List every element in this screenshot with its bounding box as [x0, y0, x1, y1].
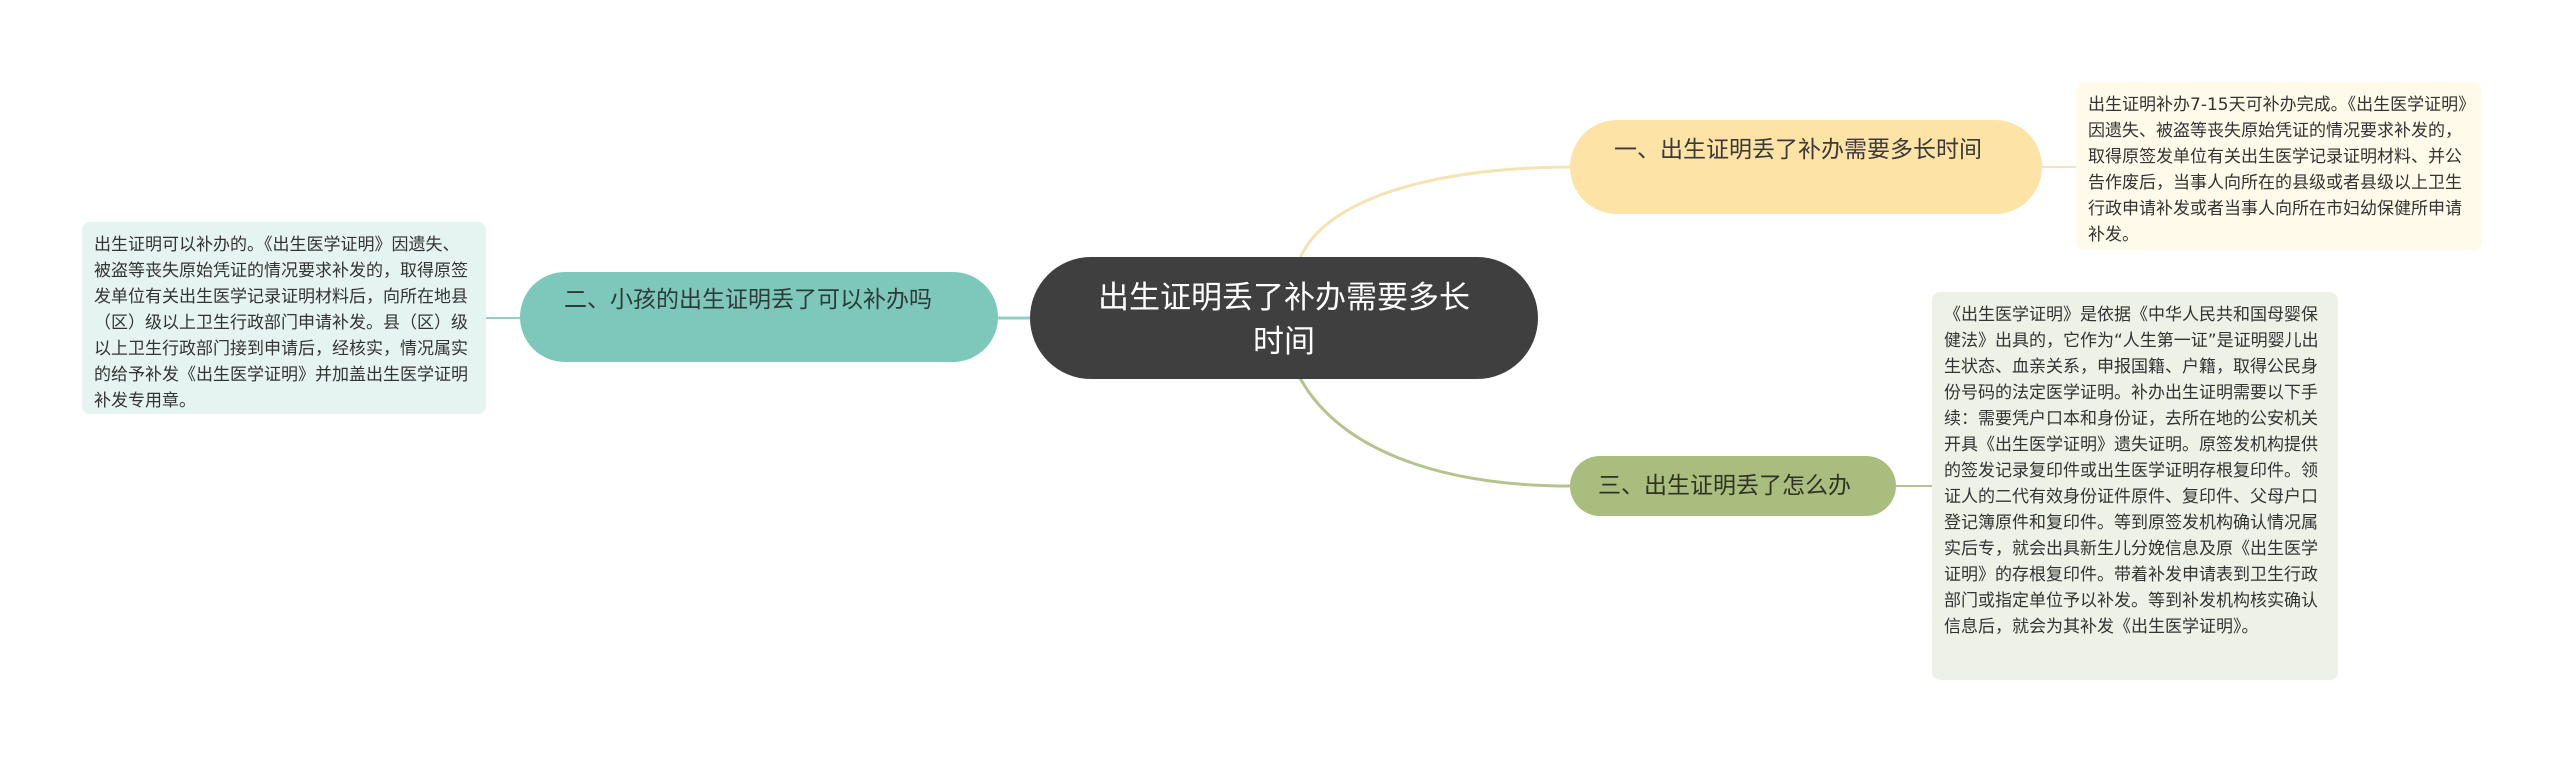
link-center-to-branch-1 — [1298, 165, 1571, 259]
branch-1-topic[interactable]: 一、出生证明丢了补办需要多长时间 — [1570, 120, 2042, 214]
branch-1-note: 出生证明补办7-15天可补办完成。《出生医学证明》因遗失、被盗等丧失原始凭证的情… — [2076, 82, 2482, 250]
branch-3-note: 《出生医学证明》是依据《中华人民共和国母婴保健法》出具的，它作为“人生第一证”是… — [1932, 292, 2338, 680]
branch-3-topic[interactable]: 三、出生证明丢了怎么办 — [1570, 456, 1896, 516]
branch-2-topic[interactable]: 二、小孩的出生证明丢了可以补办吗 — [520, 272, 998, 362]
central-topic[interactable]: 出生证明丢了补办需要多长时间 — [1030, 257, 1538, 379]
branch-2-note: 出生证明可以补办的。《出生医学证明》因遗失、被盗等丧失原始凭证的情况要求补发的，… — [82, 222, 486, 414]
link-center-to-branch-3 — [1298, 377, 1571, 488]
